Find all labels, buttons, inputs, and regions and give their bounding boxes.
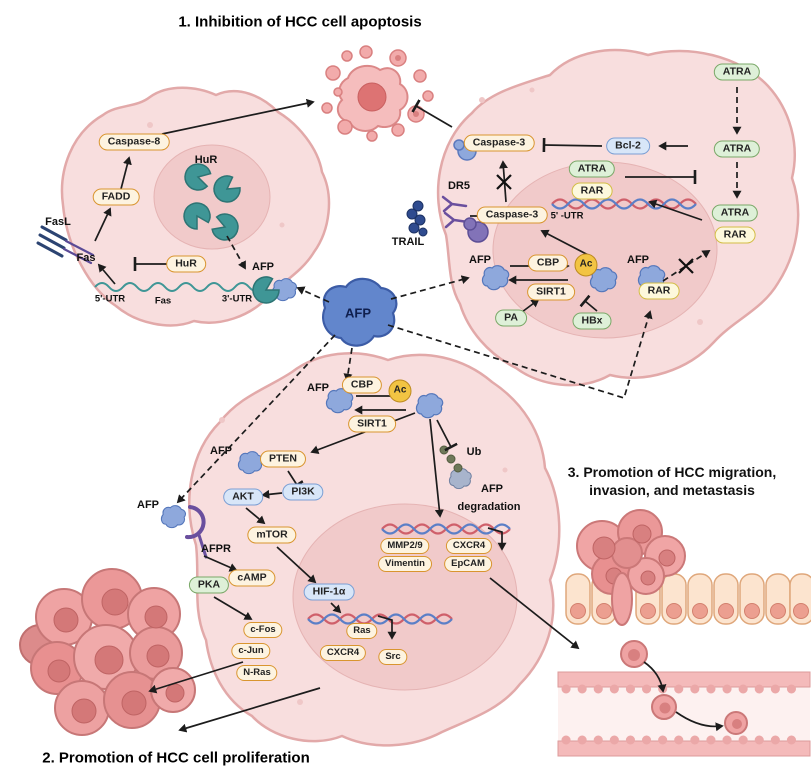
cxcr4-node-lower: CXCR4 (319, 645, 367, 661)
hur-nucleus-label: HuR (194, 154, 218, 166)
section3-title-line1: 3. Promotion of HCC migration, (567, 464, 777, 480)
atra-node-extracellular-1: ATRA (713, 63, 761, 81)
section1-title: 1. Inhibition of HCC cell apoptosis (178, 13, 422, 31)
utr3-label-left: 3'-UTR (221, 293, 253, 305)
pka-node: PKA (188, 576, 230, 594)
c-jun-node: c-Jun (231, 643, 271, 659)
utr5-label-right: 5' -UTR (550, 210, 584, 222)
afp-label-right-b: AFP (627, 254, 649, 266)
mmp2-9-node: MMP2/9 (380, 538, 430, 554)
caspase-3-node-top: Caspase-3 (463, 134, 535, 152)
pa-node: PA (495, 309, 527, 327)
trail-ligand-cluster (406, 200, 428, 237)
trail-label: TRAIL (391, 236, 425, 248)
caspase-3-node-mid: Caspase-3 (476, 206, 548, 224)
acetyl-badge-bottom: Ac (388, 379, 412, 403)
afp-label-right-a: AFP (469, 254, 491, 266)
fas-gene-label: Fas (154, 295, 172, 307)
dr5-label: DR5 (447, 180, 471, 192)
afp-label-receptor: AFP (137, 499, 159, 511)
vimentin-node: Vimentin (378, 556, 432, 572)
hbx-node: HBx (572, 312, 612, 330)
afp-degradation-label-2: degradation (457, 501, 521, 513)
utr5-label-left: 5'-UTR (94, 293, 126, 305)
pten-node: PTEN (259, 450, 307, 468)
cxcr4-node-dna: CXCR4 (445, 538, 493, 554)
pi3k-node: PI3K (282, 483, 324, 501)
src-node: Src (378, 649, 408, 665)
apoptotic-cell-illustration (321, 45, 434, 142)
bottom-hepatocyte-cell (188, 352, 561, 747)
fas-receptor-label: Fas (76, 252, 96, 264)
caspase-8-node: Caspase-8 (98, 133, 170, 151)
sirt1-node-right: SIRT1 (527, 283, 575, 301)
hif-1a-node: HIF-1α (303, 583, 355, 601)
epcam-node: EpCAM (444, 556, 492, 572)
dna-helix-right-cell (551, 198, 697, 210)
akt-node: AKT (223, 488, 263, 506)
afp-label-left-cell: AFP (252, 261, 274, 273)
section3-title-line2: invasion, and metastasis (589, 482, 755, 498)
atra-node-membrane: ATRA (711, 204, 759, 222)
proliferating-tumor-cluster (19, 568, 196, 736)
afp-label-bottom-b: AFP (210, 445, 232, 457)
dr5-receptor-forks (441, 195, 470, 229)
afp-degradation-label-1: AFP (481, 483, 503, 495)
rar-node-free: RAR (638, 282, 680, 300)
atra-node-nucleus: ATRA (568, 160, 616, 178)
ub-label: Ub (466, 446, 482, 458)
n-ras-node: N-Ras (236, 665, 278, 681)
rar-node-membrane: RAR (714, 226, 756, 244)
pathway-arrows (94, 87, 742, 733)
sirt1-node-bottom: SIRT1 (348, 415, 396, 433)
afp-label-bottom-a: AFP (307, 382, 329, 394)
mtor-node: mTOR (247, 526, 297, 544)
rar-node-dna: RAR (571, 182, 613, 200)
acetyl-badge-right: Ac (574, 253, 598, 277)
bcl-2-node: Bcl-2 (606, 137, 650, 155)
blocked-x-marks (496, 174, 694, 274)
c-fos-node: c-Fos (243, 622, 283, 638)
cbp-node-right: CBP (527, 254, 569, 272)
atra-node-extracellular-2: ATRA (713, 140, 761, 158)
cbp-node-bottom: CBP (341, 376, 383, 394)
afpr-receptor (185, 505, 208, 559)
afp-central-label: AFP (345, 305, 371, 321)
fadd-node: FADD (92, 188, 140, 206)
fasl-label: FasL (45, 216, 71, 228)
metastasis-illustration (557, 509, 811, 757)
dna-helix-bottom-1 (381, 523, 511, 535)
dna-helix-bottom-2 (307, 613, 453, 625)
hur-node: HuR (166, 255, 206, 273)
afpr-label: AFPR (201, 543, 231, 555)
camp-node: cAMP (228, 569, 276, 587)
fasl-ligand-trimer (36, 225, 95, 265)
afp-protein-central (322, 277, 398, 347)
fas-mrna (94, 282, 264, 292)
ras-node: Ras (346, 623, 378, 639)
section2-title: 2. Promotion of HCC cell proliferation (42, 749, 310, 767)
